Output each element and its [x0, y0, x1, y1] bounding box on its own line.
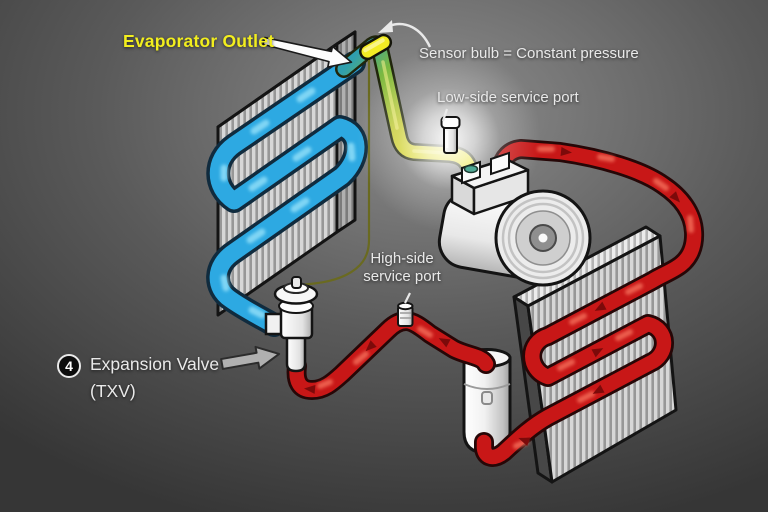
- expansion-valve-label-line2: (TXV): [90, 381, 136, 401]
- discharge-line-and-condenser-coil: [474, 139, 705, 467]
- red-pipe-highlights: [317, 146, 694, 449]
- flow-arrows: [304, 147, 681, 446]
- sensor-bulb: [359, 33, 393, 61]
- high-side-pointer-line: [404, 292, 411, 304]
- step-4-badge: 4: [57, 354, 81, 378]
- discharge-port: [490, 151, 510, 176]
- txv-capillary-nub: [291, 276, 302, 289]
- evaporator-outlet-arrow: [262, 36, 353, 68]
- expansion-valve-arrow: [220, 345, 281, 370]
- low-side-service-port: [440, 116, 461, 154]
- evaporator-coil: [206, 51, 368, 337]
- high-side-port-label-line2: service port: [363, 268, 441, 285]
- capillary-tube: [297, 52, 371, 287]
- expansion-valve-label-line1: Expansion Valve: [90, 354, 220, 374]
- low-side-port-label: Low-side service port: [437, 89, 579, 106]
- expansion-valve-label-text: Expansion Valve (TXV): [90, 351, 219, 405]
- evaporator-coil-highlights: [220, 87, 356, 319]
- sensor-bulb-label: Sensor bulb = Constant pressure: [419, 45, 639, 62]
- evaporator-outlet-label: Evaporator Outlet: [123, 31, 275, 51]
- compressor-pulley: [494, 189, 592, 287]
- sight-glass: [481, 391, 493, 405]
- liquid-line: [286, 311, 496, 400]
- high-side-port-label-line1: High-side: [370, 250, 434, 267]
- high-side-service-port: [397, 301, 414, 327]
- sensor-bulb-arrow: [378, 20, 432, 48]
- compressor: [437, 151, 592, 287]
- low-side-pointer-line: [441, 108, 449, 122]
- expansion-valve-txv: [264, 276, 319, 373]
- expansion-valve-label: 4 Expansion Valve (TXV): [57, 351, 219, 405]
- high-side-port-label: High-side service port: [352, 250, 452, 286]
